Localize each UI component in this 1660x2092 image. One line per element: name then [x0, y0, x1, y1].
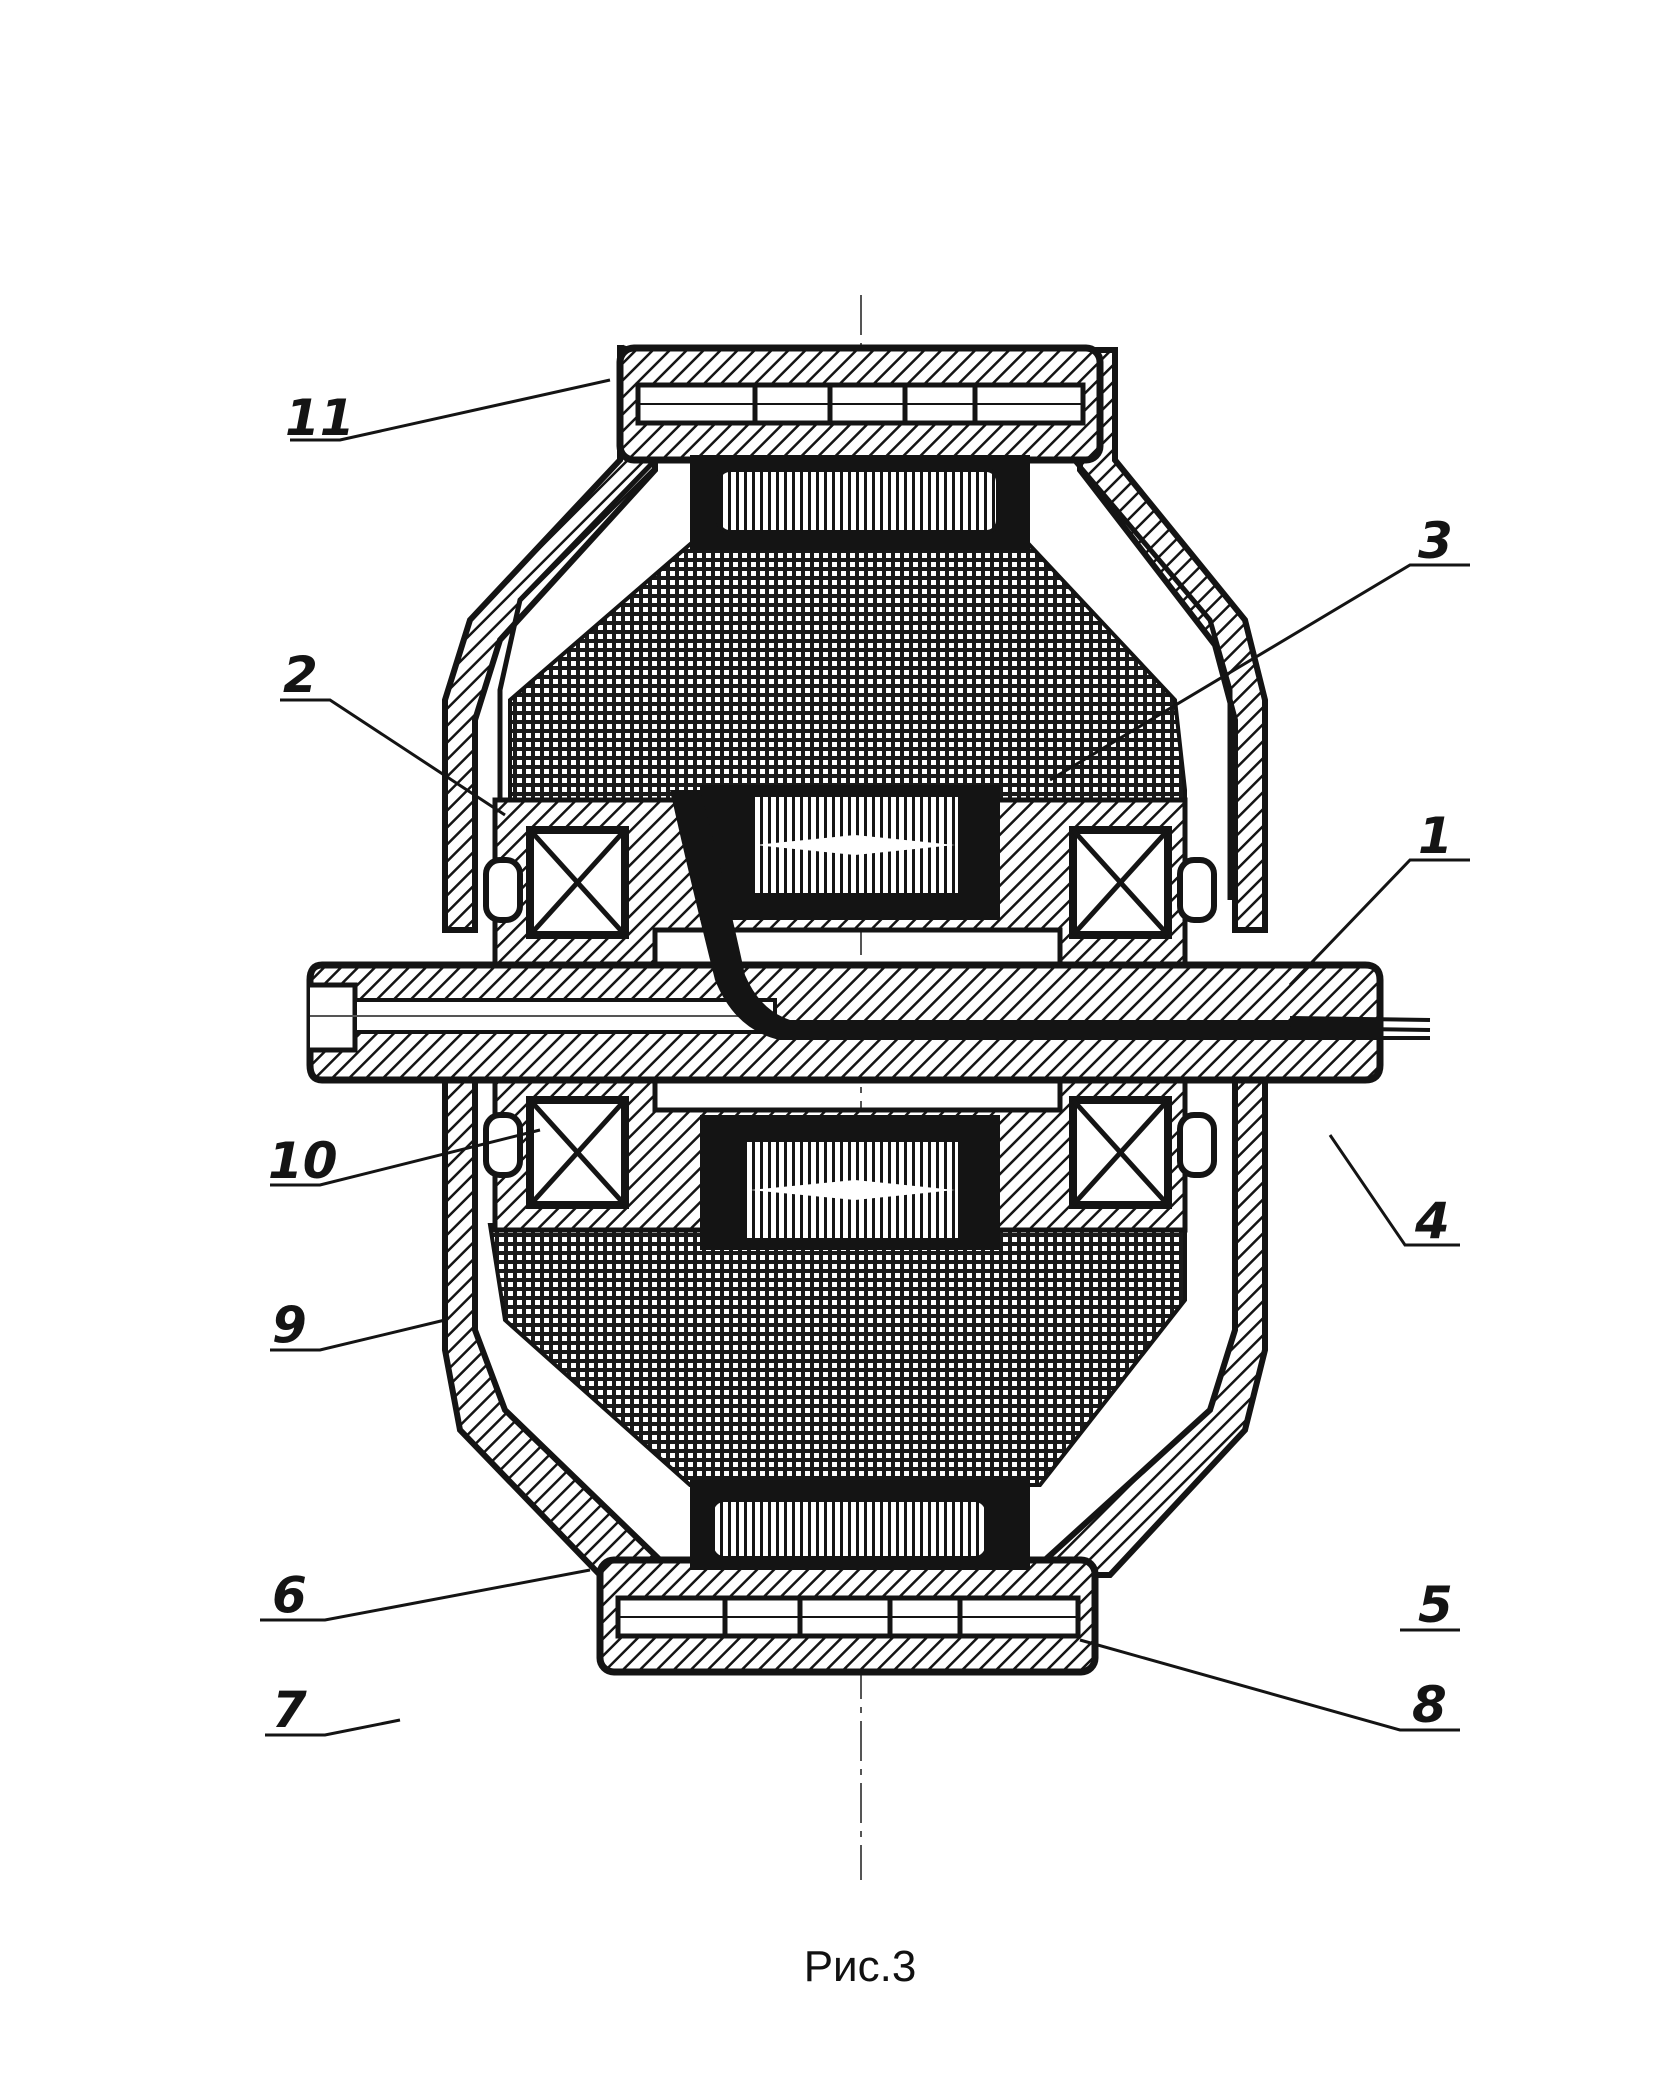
figure-caption: Рис.3	[803, 1942, 917, 1991]
leader-lines	[260, 378, 1470, 1737]
bottom-rim	[596, 1556, 1099, 1676]
callouts: 11 3 2 1 10 4 9 6 5 7 8	[268, 389, 1453, 1739]
callout-10: 10	[268, 1132, 338, 1190]
callout-6: 6	[272, 1566, 307, 1624]
callout-1: 1	[1418, 807, 1453, 865]
rotor-magnet-bottom	[700, 1115, 1000, 1250]
shaft	[306, 790, 1431, 1084]
stator-core-lower	[487, 1223, 1187, 1487]
callout-2: 2	[283, 646, 318, 704]
leader-8	[1079, 1638, 1460, 1732]
bearing-bottom-left	[483, 1096, 629, 1209]
housing-inner-liner-left	[497, 448, 667, 900]
leader-7	[265, 1718, 401, 1737]
callout-7: 7	[272, 1681, 307, 1739]
leader-2	[280, 698, 506, 817]
housing-inner-liner-right	[1068, 453, 1233, 900]
callout-9: 9	[272, 1296, 307, 1354]
bearing-top-left	[483, 826, 629, 939]
callout-3: 3	[1418, 512, 1453, 570]
bearing-top-right	[1069, 826, 1217, 939]
leader-9	[270, 1318, 446, 1352]
leader-4	[1328, 1134, 1460, 1247]
bearing-bottom-right	[1069, 1096, 1217, 1209]
stator-winding-top	[690, 455, 1030, 550]
leader-10	[270, 1128, 541, 1187]
leader-3	[1049, 563, 1470, 782]
leader-11	[290, 378, 611, 442]
callout-8: 8	[1412, 1676, 1447, 1734]
rotor-magnet-top	[700, 785, 1000, 920]
stator-winding-bottom	[690, 1480, 1030, 1570]
callout-5: 5	[1418, 1576, 1453, 1634]
leader-1	[1288, 858, 1470, 987]
leader-6	[260, 1568, 591, 1622]
callout-11: 11	[285, 389, 355, 447]
top-rim	[616, 344, 1104, 464]
callout-4: 4	[1414, 1192, 1450, 1250]
